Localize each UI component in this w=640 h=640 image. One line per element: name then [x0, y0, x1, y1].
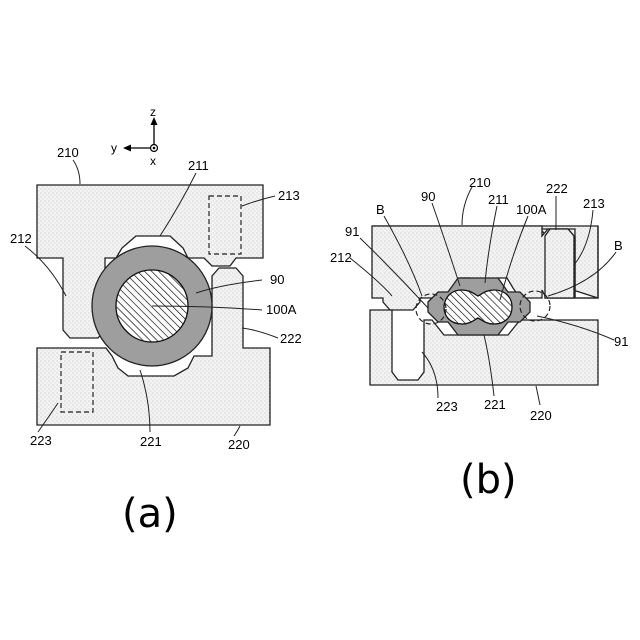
label-213: 213 [583, 196, 605, 211]
label-B-right: B [614, 238, 623, 253]
label-90: 90 [421, 189, 435, 204]
label-220: 220 [530, 408, 552, 423]
label-222: 222 [280, 331, 302, 346]
caption-b: (b) [460, 457, 517, 503]
label-211: 211 [488, 192, 509, 207]
coordinate-axes: z y x [111, 105, 158, 168]
label-100A: 100A [516, 202, 547, 217]
leader-210 [462, 187, 472, 225]
label-90: 90 [270, 272, 284, 287]
label-B-left: B [376, 202, 385, 217]
label-91-left: 91 [345, 224, 359, 239]
axis-z-label: z [150, 105, 156, 119]
figure-a: 210 211 213 212 90 100A 222 223 221 220 … [10, 145, 302, 537]
label-221: 221 [484, 397, 506, 412]
label-212: 212 [330, 250, 352, 265]
figure-b: 210 90 211 100A 222 213 B B 91 91 212 22… [330, 175, 628, 503]
axis-y-label: y [111, 141, 117, 155]
leader-220 [234, 426, 240, 436]
label-223: 223 [30, 433, 52, 448]
label-91-right: 91 [614, 334, 628, 349]
label-100A: 100A [266, 302, 297, 317]
label-210: 210 [57, 145, 79, 160]
label-210: 210 [469, 175, 491, 190]
leader-222 [242, 328, 278, 338]
label-213: 213 [278, 188, 300, 203]
label-223: 223 [436, 399, 458, 414]
leader-220 [536, 386, 540, 405]
label-212: 212 [10, 231, 32, 246]
label-220: 220 [228, 437, 250, 452]
axis-x-label: x [150, 154, 156, 168]
label-222: 222 [546, 181, 568, 196]
leader-210 [73, 160, 80, 184]
caption-a: (a) [122, 491, 178, 537]
label-221: 221 [140, 434, 162, 449]
label-211: 211 [188, 158, 209, 173]
